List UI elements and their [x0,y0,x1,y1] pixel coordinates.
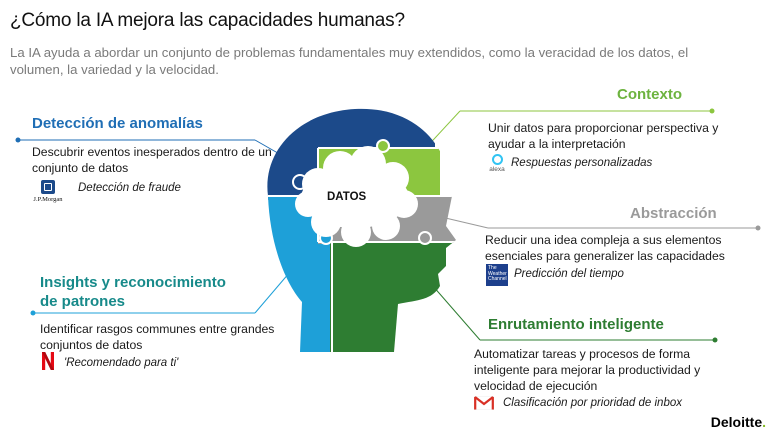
example-anomalias: Detección de fraude [78,182,181,194]
knob-green [376,139,390,153]
heading-contexto: Contexto [617,86,682,103]
jpmorgan-icon [41,180,55,194]
example-contexto: Respuestas personalizadas [511,157,653,169]
center-label: DATOS [327,191,367,203]
deloitte-logo-dot: . [762,414,766,430]
connector-insights [30,271,291,316]
alexa-icon [491,154,503,165]
alexa-logo-text: alexa [489,166,505,173]
alexa-logo: alexa [487,154,507,173]
heading-insights-1: Insights y reconocimiento [40,274,226,291]
deloitte-logo-text: Deloitte [710,414,763,430]
piece-enrutamiento [330,242,456,352]
jpmorgan-logo: J.P.Morgan [30,180,66,203]
knob-grey [418,231,432,245]
desc-abstraccion: Reducir una idea compleja a sus elemento… [485,233,725,263]
example-enrutamiento: Clasificación por prioridad de inbox [503,397,682,409]
desc-enrutamiento: Automatizar tareas y procesos de forma i… [474,347,701,393]
desc-insights: Identificar rasgos communes entre grande… [40,322,275,352]
jpmorgan-logo-text: J.P.Morgan [33,196,63,203]
datos-cloud [295,146,418,247]
desc-contexto: Unir datos para proporcionar perspectiva… [488,121,719,151]
example-abstraccion: Predicción del tiempo [514,268,624,280]
weather-channel-logo: The Weather Channel [486,264,508,286]
gmail-icon [473,395,495,415]
desc-anomalias: Descubrir eventos inesperados dentro de … [32,145,272,175]
heading-insights-2: de patrones [40,293,126,310]
heading-abstraccion: Abstracción [630,205,717,222]
example-insights: 'Recomendado para ti' [64,357,179,369]
heading-enrutamiento: Enrutamiento inteligente [488,316,664,333]
netflix-icon [42,352,54,375]
deloitte-logo: Deloitte. [711,414,766,430]
page-subtitle: La IA ayuda a abordar un conjunto de pro… [10,45,689,77]
page-title: ¿Cómo la IA mejora las capacidades human… [10,10,405,31]
heading-anomalias: Detección de anomalías [32,115,203,132]
